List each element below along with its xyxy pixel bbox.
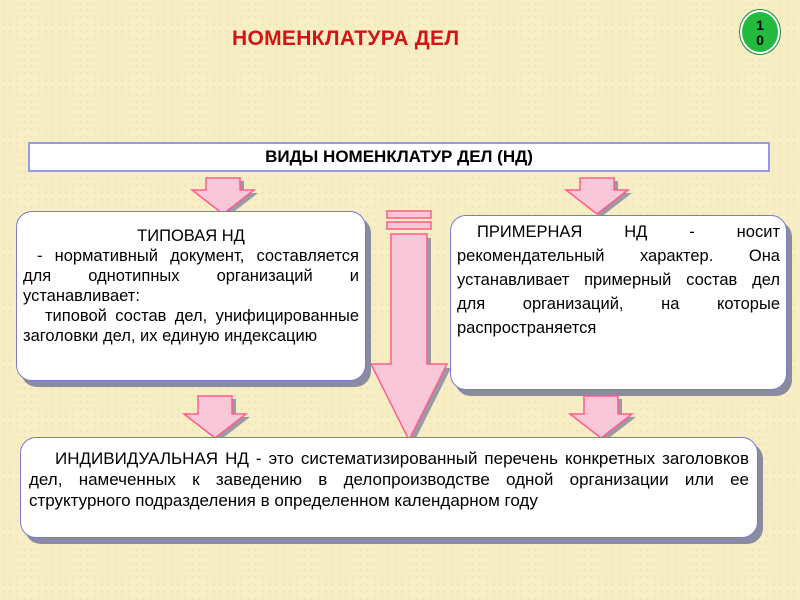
typical-nd-box: ТИПОВАЯ НД - нормативный документ, соста… (16, 211, 366, 381)
approximate-nd-box: ПРИМЕРНАЯ НД - носит рекомендательный ха… (450, 215, 787, 390)
typical-nd-text-1: - нормативный документ, составляется для… (23, 247, 359, 305)
types-header-label: ВИДЫ НОМЕНКЛАТУР ДЕЛ (НД) (265, 147, 533, 166)
slide-number-digit-2: 0 (756, 32, 764, 48)
typical-nd-heading: ТИПОВАЯ НД (137, 227, 245, 245)
individual-nd-text: ИНДИВИДУАЛЬНАЯ НД - это систематизирован… (29, 449, 749, 510)
slide-number-digit-1: 1 (756, 17, 764, 33)
individual-nd-box: ИНДИВИДУАЛЬНАЯ НД - это систематизирован… (20, 437, 758, 538)
slide-number-badge: 1 0 (740, 10, 780, 54)
slide-title: НОМЕНКЛАТУРА ДЕЛ (232, 27, 460, 50)
down-arrow-right-icon (563, 177, 632, 217)
typical-nd-text-2: типовой состав дел, унифицированные заго… (23, 307, 359, 345)
center-big-arrow-icon (369, 210, 451, 444)
types-header: ВИДЫ НОМЕНКЛАТУР ДЕЛ (НД) (28, 142, 770, 172)
down-arrow-lower-left-icon (181, 395, 250, 441)
approximate-nd-text: ПРИМЕРНАЯ НД - носит рекомендательный ха… (457, 223, 780, 337)
down-arrow-lower-right-icon (567, 395, 636, 441)
down-arrow-left-icon (189, 177, 258, 217)
